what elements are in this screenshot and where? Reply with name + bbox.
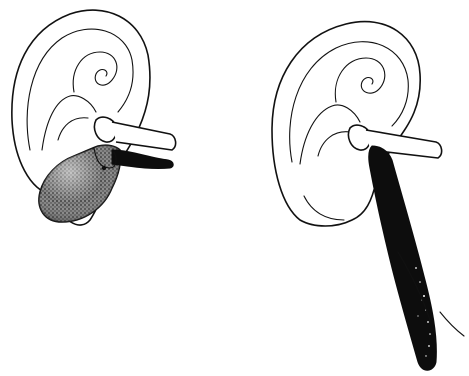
right-ear-plug bbox=[348, 125, 370, 150]
right-antihelix bbox=[335, 58, 385, 102]
left-upper-tube bbox=[112, 122, 176, 150]
left-wire-knot bbox=[102, 166, 106, 170]
left-dark-tail bbox=[112, 150, 173, 169]
right-concha-inner bbox=[318, 132, 350, 156]
left-pouch-shading bbox=[39, 145, 121, 222]
right-dangling-tube bbox=[369, 146, 437, 370]
left-antihelix bbox=[73, 52, 117, 92]
right-lobe bbox=[304, 196, 344, 220]
left-concha-inner bbox=[58, 118, 88, 140]
right-neck-line-2 bbox=[440, 312, 464, 336]
left-ear-plug bbox=[94, 117, 116, 142]
left-panel-ear bbox=[12, 10, 176, 225]
right-panel-ear bbox=[272, 22, 464, 371]
